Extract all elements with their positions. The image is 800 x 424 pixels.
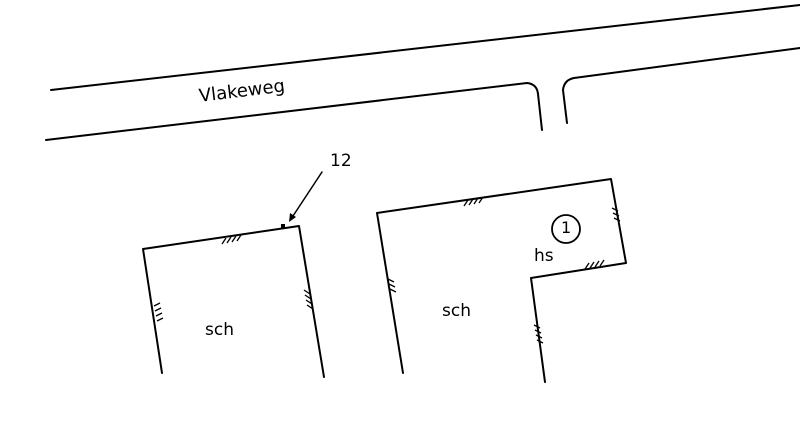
road-south-edge-west <box>45 82 543 141</box>
point-number-label: 12 <box>330 151 352 171</box>
parcel-number-circle <box>551 214 581 244</box>
arrow-icon <box>289 171 323 222</box>
parcel-number-label: 1 <box>561 218 572 237</box>
wall-hatching <box>153 234 314 322</box>
parcel-east-usage-label: sch <box>442 301 471 321</box>
road-south-edge-east <box>562 47 800 124</box>
building-west-outline <box>142 225 325 378</box>
parcel-east-sublabel: hs <box>534 246 554 266</box>
building-east-outline <box>376 178 627 383</box>
road-north-edge <box>50 4 800 91</box>
parcel-west-usage-label: sch <box>205 320 234 340</box>
wall-hatching <box>387 196 621 344</box>
building-east <box>376 178 627 383</box>
building-west <box>142 171 325 378</box>
boundary-point-marker <box>281 224 285 228</box>
road-vlakeweg <box>45 4 800 141</box>
